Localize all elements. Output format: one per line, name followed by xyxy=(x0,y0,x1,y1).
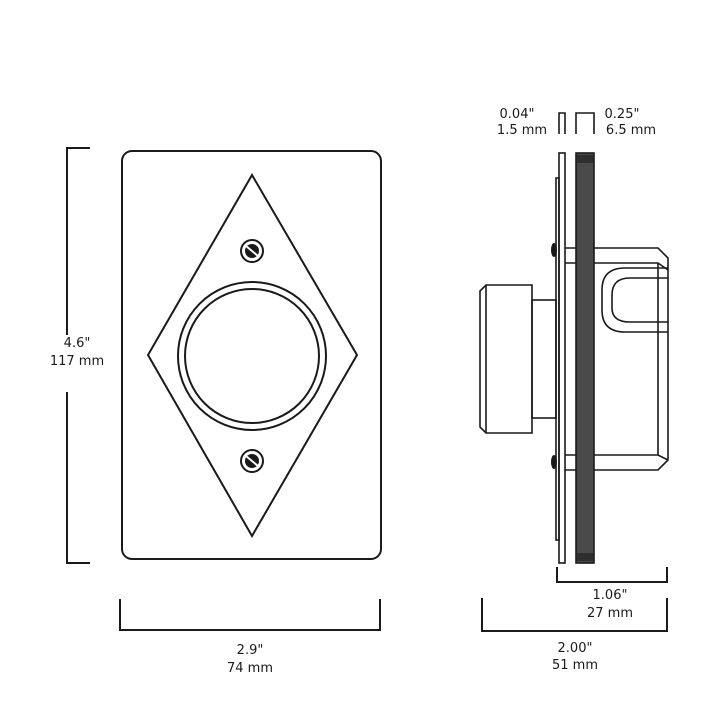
width-in-label: 2.9" xyxy=(237,643,264,658)
plate-mm-label: 1.5 mm xyxy=(497,123,547,138)
plate-in-label: 0.04" xyxy=(500,107,535,122)
knob-side xyxy=(479,284,533,434)
knob-outer-ring xyxy=(177,281,327,431)
spacer-plate xyxy=(575,152,595,564)
depth-mm-label: 27 mm xyxy=(587,606,633,621)
spacer-thickness-dimension: 0.25" 6.5 mm xyxy=(575,107,656,138)
height-mm-label: 117 mm xyxy=(50,354,104,369)
total-depth-dimension: 2.00" 51 mm xyxy=(481,598,668,673)
spacer-in-label: 0.25" xyxy=(605,107,640,122)
wall-plate xyxy=(121,150,382,560)
spacer-mm-label: 6.5 mm xyxy=(606,123,656,138)
width-mm-label: 74 mm xyxy=(227,661,273,676)
screw-icon-top xyxy=(240,239,264,263)
width-dimension: 2.9" 74 mm xyxy=(119,599,381,676)
plate-thickness-dimension: 0.04" 1.5 mm xyxy=(497,107,566,138)
diamond-escutcheon xyxy=(146,173,359,539)
total-in-label: 2.00" xyxy=(558,641,593,656)
front-view xyxy=(121,150,382,560)
knob-face xyxy=(184,288,320,424)
total-mm-label: 51 mm xyxy=(552,658,598,673)
depth-in-label: 1.06" xyxy=(593,588,628,603)
depth-dimension: 1.06" 27 mm xyxy=(556,567,668,621)
thin-plate xyxy=(558,152,566,564)
screw-head-icon xyxy=(551,243,557,257)
side-view xyxy=(479,152,669,564)
height-in-label: 4.6" xyxy=(64,336,91,351)
screw-head-icon xyxy=(551,455,557,469)
junction-box xyxy=(594,247,669,471)
knob-stem xyxy=(531,299,557,419)
screw-icon-bottom xyxy=(240,449,264,473)
height-dimension: 4.6" 117 mm xyxy=(50,147,104,564)
